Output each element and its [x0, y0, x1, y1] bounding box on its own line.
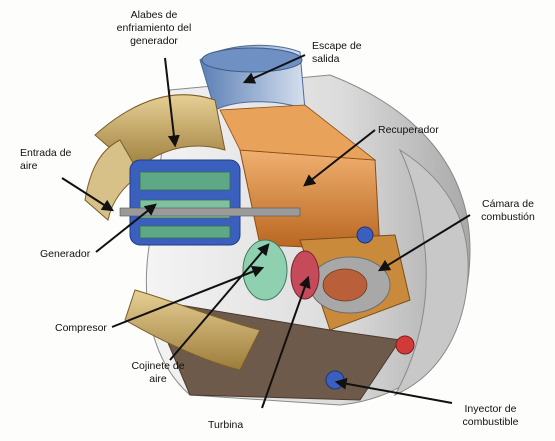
label-entrada: Entrada de aire — [20, 147, 71, 173]
label-recuperador: Recuperador — [378, 124, 439, 137]
label-alabes: Alabes de enfriamiento del generador — [100, 9, 208, 48]
combustor-core — [323, 269, 367, 301]
injector-blue-top — [357, 227, 373, 243]
generator-winding — [140, 172, 230, 190]
label-camara: Cámara de combustión — [468, 198, 548, 224]
label-compresor: Compresor — [55, 322, 107, 335]
generator-winding-3 — [140, 226, 230, 238]
label-inyector: Inyector de combustible — [448, 403, 533, 429]
label-escape: Escape de salida — [312, 40, 362, 66]
label-generador: Generador — [40, 248, 90, 261]
turbine-wheel — [291, 251, 319, 299]
injector-red — [396, 336, 414, 354]
fuel-injector-body — [326, 371, 344, 389]
label-cojinete: Cojinete de aire — [118, 360, 198, 386]
label-turbina: Turbina — [208, 419, 243, 432]
exhaust-opening — [202, 48, 302, 72]
